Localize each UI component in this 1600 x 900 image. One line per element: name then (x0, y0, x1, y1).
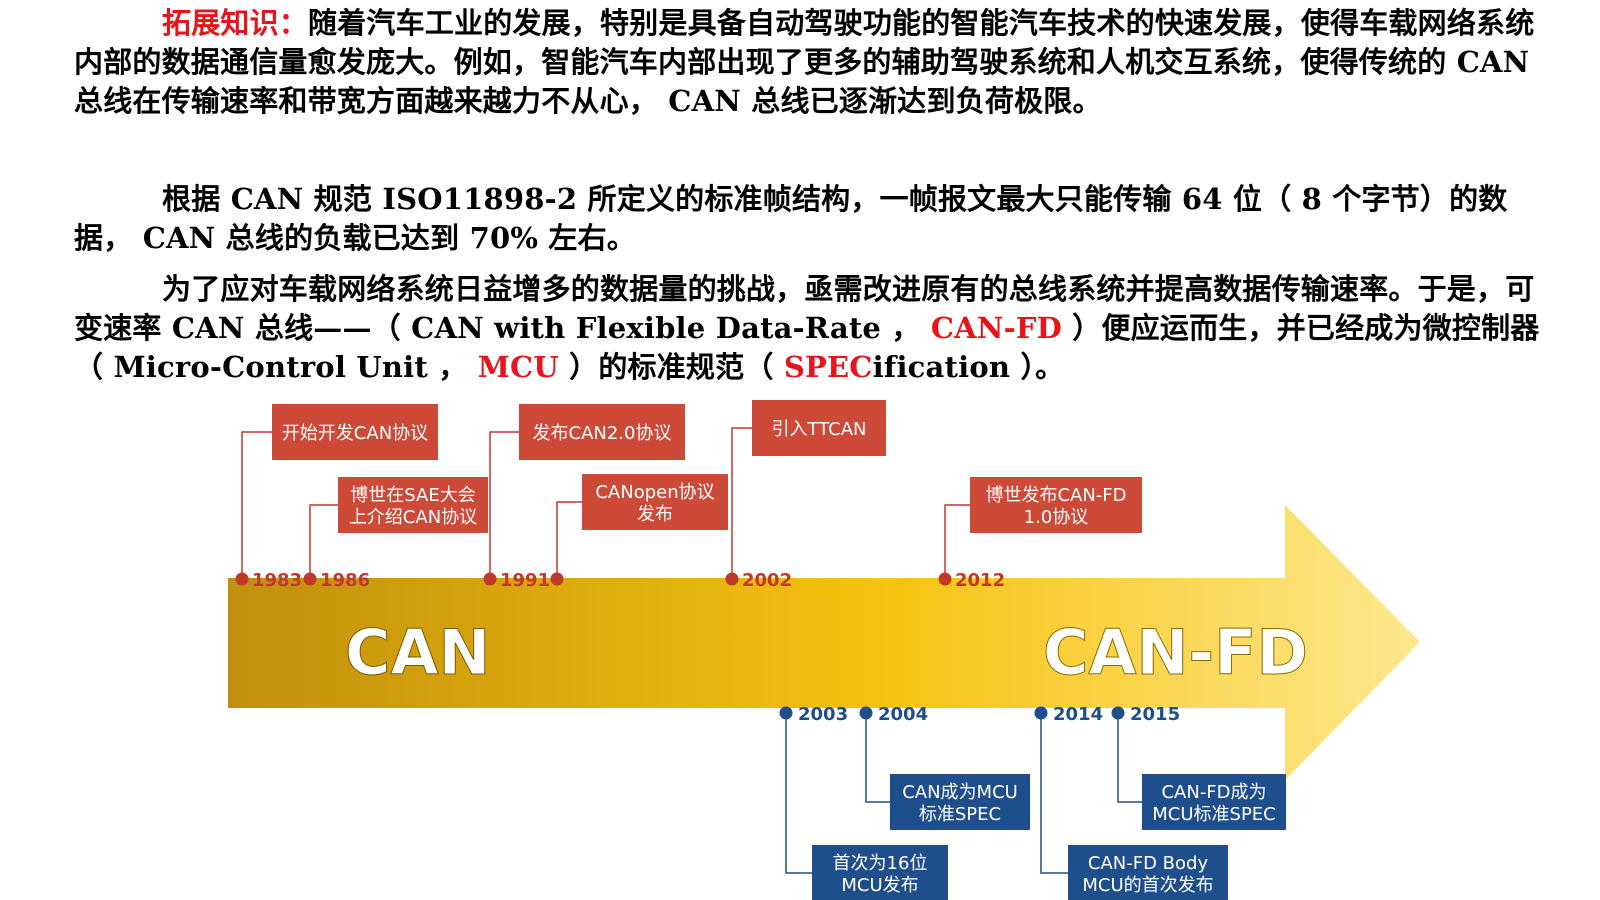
event-box (970, 477, 1142, 533)
event-year: 2012 (955, 570, 1005, 591)
event-label: 开始开发CAN协议 (282, 423, 428, 444)
event-box (272, 404, 438, 460)
paragraph-frame-structure: 根据 CAN 规范 ISO11898-2 所定义的标准帧结构，一帧报文最大只能传… (74, 182, 1508, 255)
timeline-dot (1111, 706, 1125, 720)
event-label: 发布 (637, 504, 673, 525)
arrow-label-can-fd: CAN-FD (1043, 616, 1308, 689)
event-label: CANopen协议 (595, 482, 714, 503)
event-label: MCU发布 (841, 875, 918, 896)
timeline-connector (1040, 713, 1068, 874)
paragraph-1-text: 随着汽车工业的发展，特别是具备自动驾驶功能的智能汽车技术的快速发展，使得车载网络… (74, 6, 1535, 118)
extension-label: 拓展知识： (162, 6, 309, 40)
event-label: 发布CAN2.0协议 (533, 423, 672, 444)
event-year: 2014 (1053, 704, 1103, 725)
timeline-connector (785, 713, 812, 874)
timeline-arrow (228, 505, 1420, 780)
timeline-connector (731, 427, 752, 579)
event-label: 引入TTCAN (772, 419, 867, 440)
event-label: 1.0协议 (1024, 507, 1089, 528)
timeline-dot (938, 572, 952, 586)
paragraph-3-text-d: ）。 (1010, 350, 1065, 384)
event-label: CAN成为MCU (902, 782, 1018, 803)
event-box (338, 477, 488, 533)
event-box (812, 845, 948, 900)
event-year: 1991 (500, 570, 550, 591)
timeline-dot (303, 572, 317, 586)
event-label: 标准SPEC (919, 804, 1001, 825)
mcu-highlight: MCU (477, 350, 559, 384)
timeline-connector (865, 713, 890, 803)
timeline-connector (944, 504, 970, 579)
timeline-connector (489, 431, 519, 579)
timeline-connector (241, 431, 272, 579)
paragraph-3-text-a: 为了应对车载网络系统日益增多的数据量的挑战，亟需改进原有的总线系统并提高数据传输… (74, 272, 1535, 345)
event-box (519, 404, 685, 460)
event-label: CAN-FD成为 (1161, 782, 1266, 803)
event-label: 上介绍CAN协议 (349, 507, 477, 528)
event-box (890, 774, 1030, 830)
event-year: 2003 (798, 704, 848, 725)
timeline-connector (556, 501, 582, 579)
timeline-connector (1117, 713, 1142, 803)
can-fd-highlight: CAN-FD (930, 311, 1062, 345)
event-label: MCU标准SPEC (1152, 804, 1276, 825)
timeline-dot (725, 572, 739, 586)
timeline-connector (309, 504, 338, 579)
paragraph-can-fd-intro: 为了应对车载网络系统日益增多的数据量的挑战，亟需改进原有的总线系统并提高数据传输… (74, 270, 1544, 387)
event-box (582, 474, 728, 530)
event-year: 1986 (320, 570, 370, 591)
spec-highlight: SPEC (783, 350, 873, 384)
paragraph-extension-knowledge: 拓展知识：随着汽车工业的发展，特别是具备自动驾驶功能的智能汽车技术的快速发展，使… (74, 4, 1544, 121)
event-year: 2004 (878, 704, 928, 725)
event-label: 博世发布CAN-FD (985, 485, 1126, 506)
timeline-dot (859, 706, 873, 720)
event-year: 1983 (252, 570, 302, 591)
event-box (1068, 845, 1228, 900)
timeline-dot (1034, 706, 1048, 720)
event-year: 2002 (742, 570, 792, 591)
event-box (1142, 774, 1286, 830)
paragraph-3-text-b: ）便应运而生，并已经成为微控制器（ Micro-Control Unit ， (74, 311, 1540, 384)
event-box (752, 400, 886, 456)
timeline-dot (235, 572, 249, 586)
event-label: 首次为16位 (833, 853, 928, 874)
timeline-dot (550, 572, 564, 586)
event-year: 2015 (1130, 704, 1180, 725)
spec-rest: ification (872, 350, 1011, 384)
arrow-label-can: CAN (345, 616, 490, 689)
event-label: CAN-FD Body (1088, 853, 1209, 874)
timeline-dot (483, 572, 497, 586)
paragraph-3-text-c: ）的标准规范（ (558, 350, 784, 384)
event-label: MCU的首次发布 (1082, 875, 1213, 896)
timeline-dot (779, 706, 793, 720)
event-label: 博世在SAE大会 (350, 485, 475, 506)
